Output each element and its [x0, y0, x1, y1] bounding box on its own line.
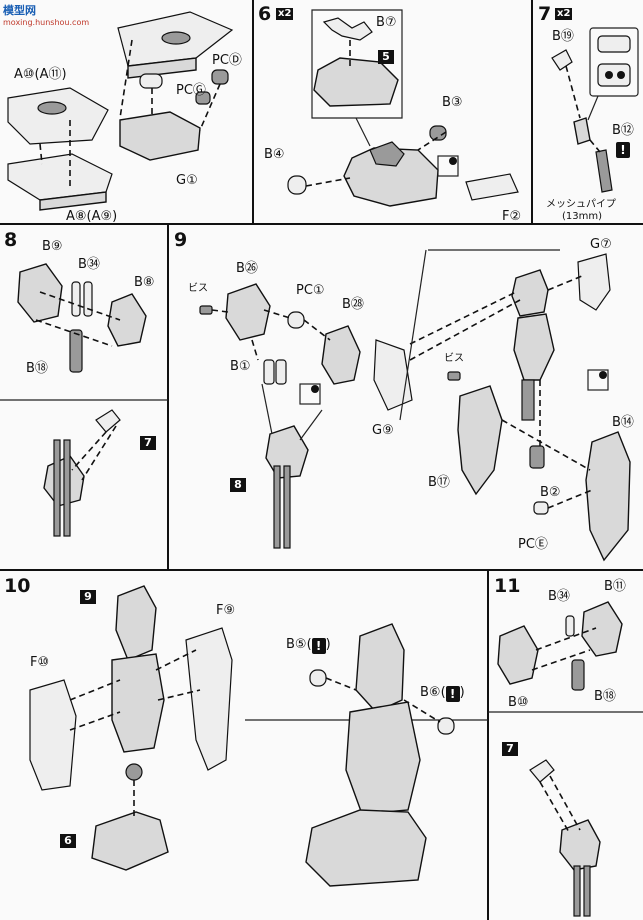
caution-icon: !: [616, 142, 630, 158]
label-b6-close: ): [459, 685, 465, 700]
step9-parts: [199, 249, 631, 562]
label-pc1: PC①: [296, 283, 325, 298]
label-b18-s11: B⑱: [594, 689, 616, 704]
note-mesh-length: (13mm): [562, 211, 603, 222]
label-b5-close: ): [325, 637, 331, 652]
label-a10: A⑩(A⑪): [14, 67, 67, 82]
label-pce: PCⒺ: [518, 537, 548, 552]
label-g7: G⑦: [590, 237, 612, 252]
step11-ref-box: 7: [502, 742, 518, 756]
step5-parts: [7, 11, 234, 211]
caution-icon-b5: !: [311, 638, 326, 654]
label-b8: B⑧: [134, 275, 155, 290]
step8-number: 8: [4, 229, 18, 251]
label-b5: B⑤(!): [286, 636, 331, 654]
step6-number: 6: [258, 3, 272, 25]
step8-ref-box: 7: [140, 436, 156, 450]
label-b7: B⑦: [376, 15, 397, 30]
label-b17: B⑰: [428, 475, 450, 490]
step6-parts: [287, 9, 519, 207]
label-a8: A⑧(A⑨): [66, 209, 118, 224]
label-b6-text: B⑥(: [420, 685, 446, 700]
step10-ref-box-9: 9: [80, 590, 96, 604]
label-b4: B④: [264, 147, 285, 162]
step7-multiplier: x2: [555, 8, 573, 20]
label-f9: F⑨: [216, 603, 236, 618]
label-b34-s11: B㉞: [548, 589, 570, 604]
label-b18: B⑱: [26, 361, 48, 376]
label-pcg: PCⒼ: [176, 83, 206, 98]
label-g9: G⑨: [372, 423, 394, 438]
label-bisu-1: ビス: [188, 283, 208, 294]
watermark-logo: 模型网 moxing.hunshou.com: [3, 2, 89, 27]
label-b3: B③: [442, 95, 463, 110]
label-b26: B㉖: [236, 261, 258, 276]
step6-multiplier: x2: [276, 8, 294, 20]
step9-number: 9: [174, 229, 188, 251]
watermark-name: 模型网: [3, 4, 36, 17]
step11-parts: [497, 601, 623, 917]
label-b6: B⑥(!): [420, 684, 465, 702]
label-f10: F⑩: [30, 655, 50, 670]
label-b11: B⑪: [604, 579, 626, 594]
label-b5-text: B⑤(: [286, 637, 312, 652]
label-b28: B㉘: [342, 297, 364, 312]
label-b34: B㉞: [78, 257, 100, 272]
label-b2: B②: [540, 485, 561, 500]
label-bisu-2: ビス: [444, 353, 464, 364]
step10-number: 10: [4, 575, 31, 597]
label-g1: G①: [176, 173, 198, 188]
note-mesh-pipe: メッシュパイプ: [546, 199, 616, 210]
caution-icon-b6: !: [445, 686, 460, 702]
step10-ref-box-6: 6: [60, 834, 76, 848]
step10-parts: [29, 585, 455, 887]
label-b1: B①: [230, 359, 251, 374]
step7-parts: [551, 27, 639, 193]
label-b9: B⑨: [42, 239, 63, 254]
step6-ref-box: 5: [378, 50, 394, 64]
step9-ref-box: 8: [230, 478, 246, 492]
watermark-url: moxing.hunshou.com: [3, 18, 90, 27]
label-b14: B⑭: [612, 415, 634, 430]
step8-parts: [17, 263, 147, 537]
label-b12: B⑫: [612, 123, 634, 138]
label-f2: F②: [502, 209, 522, 224]
label-pcd: PCⒹ: [212, 53, 242, 68]
step11-number: 11: [494, 575, 521, 597]
label-b19: B⑲: [552, 29, 574, 44]
label-b10: B⑩: [508, 695, 529, 710]
step7-number: 7: [538, 3, 552, 25]
